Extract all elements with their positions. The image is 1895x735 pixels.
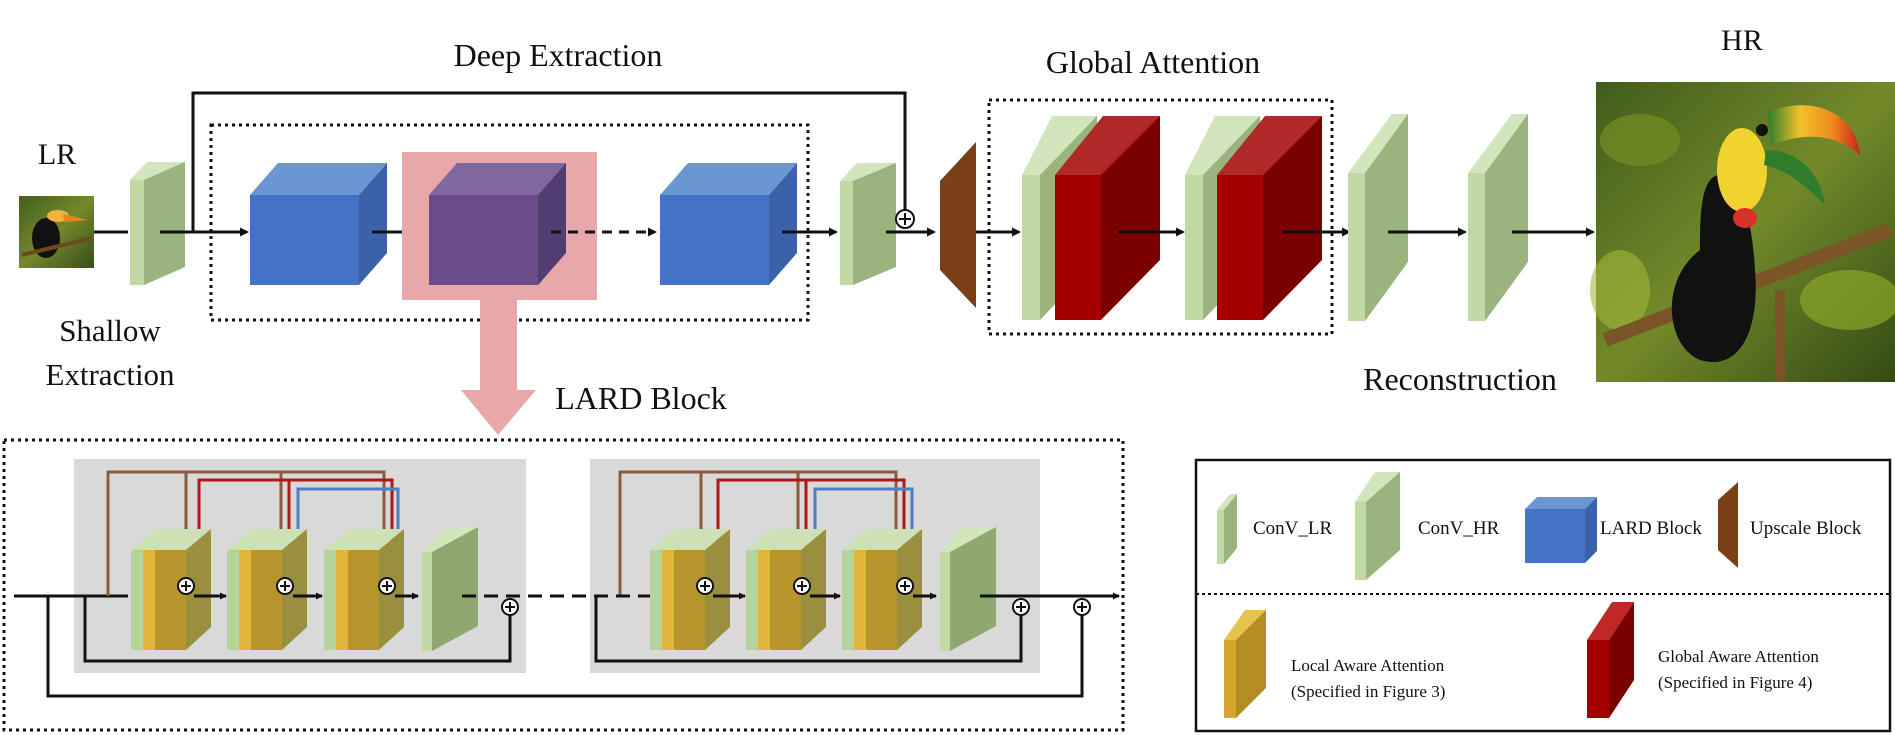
legend-lard-swatch: [1525, 497, 1597, 563]
outer-skip-connection: [46, 596, 1086, 698]
global-attention-label: Global Attention: [1046, 44, 1260, 80]
legend-conv-hr-swatch: [1355, 472, 1400, 580]
hr-image: [1590, 82, 1895, 382]
sum-node: [696, 577, 714, 595]
upscale-block: [940, 142, 976, 308]
sum-node: [276, 577, 294, 595]
sum-node: [1073, 598, 1091, 616]
lard-block-n: [660, 163, 797, 285]
local-block-2-1: [650, 529, 730, 650]
lard-detail-box: [2, 438, 1125, 732]
legend-local-attention-label-2: (Specified in Figure 3): [1291, 682, 1445, 701]
global-aware-attention-1: [1055, 116, 1160, 320]
post-deep-conv-layer: [840, 163, 896, 285]
legend-global-attention-label-2: (Specified in Figure 4): [1658, 673, 1812, 692]
legend-upscale-label: Upscale Block: [1750, 518, 1862, 539]
legend: ConV_LR ConV_HR LARD Block Upscale Block…: [1194, 458, 1892, 733]
sum-node: [895, 209, 915, 229]
sum-node: [378, 577, 396, 595]
deep-extraction-box: [209, 123, 810, 322]
legend-global-attention-swatch: [1587, 602, 1634, 718]
lard-block-label: LARD Block: [555, 380, 727, 416]
local-block-1-1: [131, 529, 211, 650]
reconstruction-label: Reconstruction: [1363, 361, 1557, 397]
legend-global-attention-label-1: Global Aware Attention: [1658, 647, 1819, 666]
shallow-conv-layer: [130, 162, 185, 285]
local-block-1-2: [227, 529, 307, 650]
global-skip-connection: [191, 91, 910, 232]
local-block-2-2: [746, 529, 826, 650]
legend-conv-lr-swatch: [1217, 494, 1237, 564]
sum-node: [501, 598, 519, 616]
legend-lard-label: LARD Block: [1600, 518, 1702, 539]
sum-node: [896, 577, 914, 595]
legend-local-attention-label-1: Local Aware Attention: [1291, 656, 1445, 675]
shallow-extraction-label-line1: Shallow: [59, 313, 161, 348]
reconstruction-conv-2: [1468, 114, 1528, 321]
deep-extraction-label: Deep Extraction: [454, 37, 663, 73]
unit-2-conv: [940, 527, 996, 651]
global-aware-attention-2: [1217, 116, 1322, 320]
lard-zoom-arrow: [461, 300, 536, 435]
lr-label: LR: [38, 138, 76, 171]
lard-block-highlighted: [429, 163, 566, 285]
legend-conv-hr-label: ConV_HR: [1418, 518, 1500, 539]
unit-1-conv: [422, 527, 478, 651]
reconstruction-conv-1: [1348, 114, 1408, 321]
legend-upscale-swatch: [1718, 482, 1738, 568]
legend-local-attention-swatch: [1224, 610, 1266, 718]
unit-1-skip-connection: [83, 596, 514, 663]
lr-image: [19, 196, 94, 268]
lard-block-1: [250, 163, 387, 285]
shallow-extraction-label-line2: Extraction: [45, 357, 175, 392]
local-block-2-3: [842, 529, 922, 650]
sum-node: [1012, 598, 1030, 616]
global-attention-box: [987, 98, 1334, 336]
hr-label: HR: [1721, 24, 1763, 57]
unit-2-skip-connection: [594, 596, 1025, 663]
sum-node: [793, 577, 811, 595]
sum-node: [177, 577, 195, 595]
legend-conv-lr-label: ConV_LR: [1253, 518, 1333, 539]
